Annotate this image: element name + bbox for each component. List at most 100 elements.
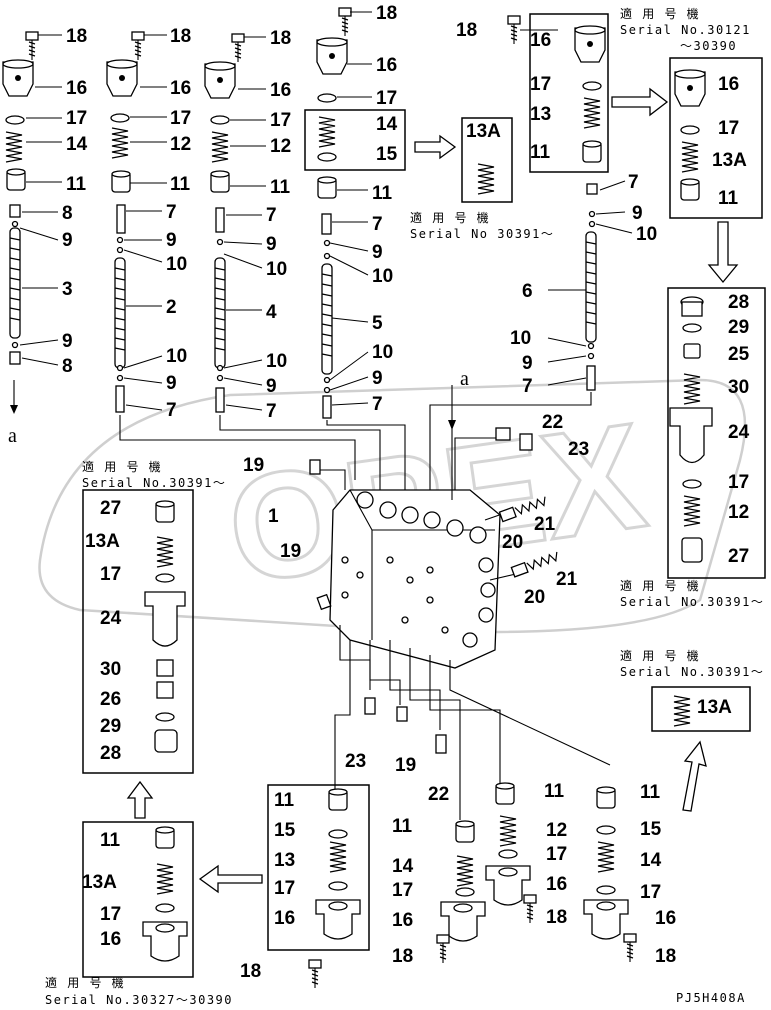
callout: 13 <box>530 104 551 125</box>
callout: 11 <box>530 142 551 163</box>
callout: 9 <box>266 376 277 397</box>
serial-label: Serial No.30327～30390 <box>45 993 233 1007</box>
serial-label: 適 用 号 機 <box>82 459 162 474</box>
callout: 21 <box>534 514 556 535</box>
arrow-right-1 <box>414 134 457 160</box>
callout: 10 <box>266 351 287 372</box>
callout: 9 <box>372 368 383 389</box>
callout: 18 <box>376 3 397 24</box>
callout: 11 <box>640 782 661 803</box>
callout: 18 <box>546 907 567 928</box>
callout: 23 <box>345 751 366 772</box>
box-right-upper <box>669 57 763 219</box>
arrow-down-1 <box>707 221 739 284</box>
callout: 17 <box>270 110 291 131</box>
callout: 9 <box>166 230 177 251</box>
part-19-bottom <box>396 706 408 722</box>
callout: 18 <box>66 26 87 47</box>
callout: 29 <box>728 317 749 338</box>
callout: 17 <box>100 564 121 585</box>
callout: 7 <box>166 202 177 223</box>
arrow-label-a-center: a <box>460 368 469 390</box>
callout: 26 <box>100 689 121 710</box>
callout: 11 <box>392 816 413 837</box>
callout: 17 <box>546 844 567 865</box>
serial-label: 適 用 号 機 <box>45 975 125 990</box>
callout: 20 <box>524 587 545 608</box>
box-13A-right <box>651 686 751 732</box>
callout: 11 <box>170 174 191 195</box>
box-right-lower <box>667 287 766 579</box>
callout: 17 <box>66 108 87 129</box>
callout-labels: 18 16 17 14 11 8 9 3 9 8 18 16 17 12 11 … <box>62 3 750 982</box>
callout: 16 <box>66 78 87 99</box>
callout: 15 <box>640 819 662 840</box>
callout: 18 <box>170 26 191 47</box>
callout: 21 <box>556 569 578 590</box>
callout: 18 <box>240 961 261 982</box>
callout: 10 <box>372 342 393 363</box>
callout: 12 <box>728 502 749 523</box>
callout: 7 <box>628 172 639 193</box>
callout: 27 <box>728 546 749 567</box>
callout: 14 <box>392 856 414 877</box>
callout: 23 <box>568 439 589 460</box>
box-serial-30121 <box>529 13 609 173</box>
callout: 7 <box>266 401 277 422</box>
serial-label: Serial No.30121 <box>620 23 751 37</box>
callout: 30 <box>728 377 749 398</box>
part-22-bottom <box>435 734 447 754</box>
callout: 8 <box>62 356 73 377</box>
callout: 17 <box>640 882 661 903</box>
callout: 22 <box>542 412 563 433</box>
callout: 10 <box>166 346 187 367</box>
serial-label: Serial No.30391～ <box>82 476 226 490</box>
box-bottom-left <box>82 821 194 978</box>
callout: 9 <box>522 353 533 374</box>
callout: 17 <box>376 88 397 109</box>
callout: 18 <box>392 946 413 967</box>
callout: 16 <box>100 929 121 950</box>
callout: 3 <box>62 279 73 300</box>
callout: 13A <box>712 150 747 171</box>
callout: 15 <box>376 144 398 165</box>
part-23-bottom <box>364 697 376 715</box>
callout: 29 <box>100 716 121 737</box>
callout: 28 <box>728 292 749 313</box>
serial-label: 適 用 号 機 <box>620 648 700 663</box>
part-19-top <box>309 459 321 475</box>
callout: 28 <box>100 743 121 764</box>
serial-label: ～30390 <box>680 39 737 53</box>
drawing-code: PJ5H408A <box>676 991 746 1005</box>
callout: 10 <box>372 266 393 287</box>
callout: 7 <box>522 376 533 397</box>
part-22-top <box>495 427 511 441</box>
callout: 11 <box>66 174 87 195</box>
callout: 12 <box>170 134 191 155</box>
callout: 1 <box>268 506 279 527</box>
callout: 17 <box>274 878 295 899</box>
callout: 13A <box>697 697 732 718</box>
arrow-label-a-left: a <box>8 425 17 447</box>
callout: 10 <box>166 254 187 275</box>
arrow-left-1 <box>198 864 263 894</box>
callout: 16 <box>170 78 191 99</box>
callout: 4 <box>266 302 277 323</box>
callout: 19 <box>280 541 301 562</box>
callout: 17 <box>530 74 551 95</box>
callout: 11 <box>544 781 565 802</box>
box-14-15 <box>304 109 406 171</box>
callout: 13A <box>82 872 117 893</box>
arrow-up-1 <box>126 780 154 819</box>
control-valve-body <box>329 489 501 669</box>
callout: 9 <box>166 373 177 394</box>
box-bottom-center <box>267 784 370 951</box>
callout: 16 <box>655 908 676 929</box>
callout: 13 <box>274 850 295 871</box>
callout: 13A <box>85 531 120 552</box>
callout: 11 <box>274 790 295 811</box>
callout: 24 <box>100 608 122 629</box>
callout: 11 <box>718 188 739 209</box>
box-left-serial-30391 <box>82 489 194 774</box>
